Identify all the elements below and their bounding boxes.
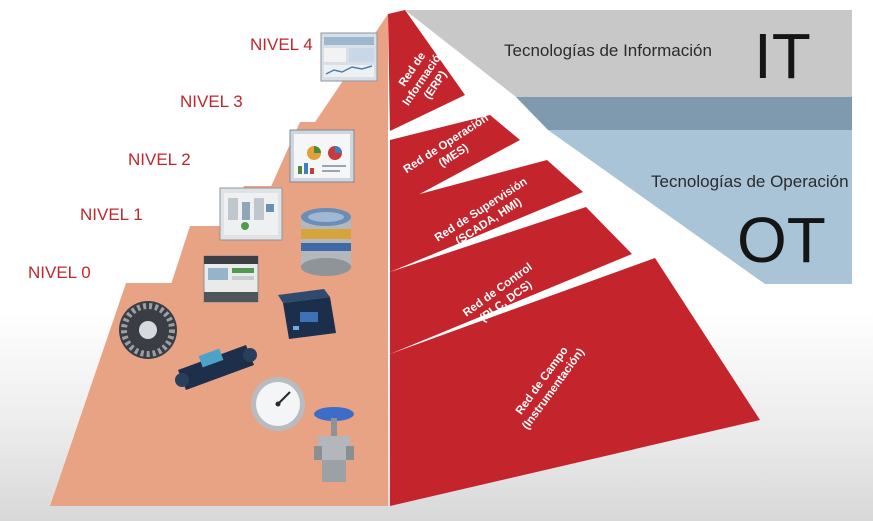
monitor-dashboard-icon [320,32,378,82]
level-0-label: NIVEL 0 [28,263,91,282]
it-acronym: IT [754,20,811,92]
level-4-label: NIVEL 4 [250,35,313,54]
level-1-label: NIVEL 1 [80,205,143,224]
plc-module-icon [203,255,259,303]
level-2-network [390,160,583,272]
monitor-charts-icon [289,129,355,183]
it-band [405,10,852,97]
valve-icon [314,407,354,482]
level-0-network [390,258,760,506]
level-3-label: NIVEL 3 [180,92,243,111]
level-2-label: NIVEL 2 [128,150,191,169]
scada-screen-icon [219,187,283,241]
level-1-network [390,207,632,354]
level-4-network [388,10,465,131]
ot-band [548,130,852,284]
ot-subtitle: Tecnologías de Operación [651,172,849,191]
ot-acronym: OT [737,204,826,276]
band-separator [516,97,852,130]
level-3-network [390,115,520,210]
flowmeter-icon [175,345,257,390]
it-subtitle: Tecnologías de Información [504,41,712,60]
database-server-icon [301,208,351,276]
controller-box-icon [278,289,336,339]
turbine-icon [119,301,177,359]
pressure-gauge-icon [251,377,305,431]
